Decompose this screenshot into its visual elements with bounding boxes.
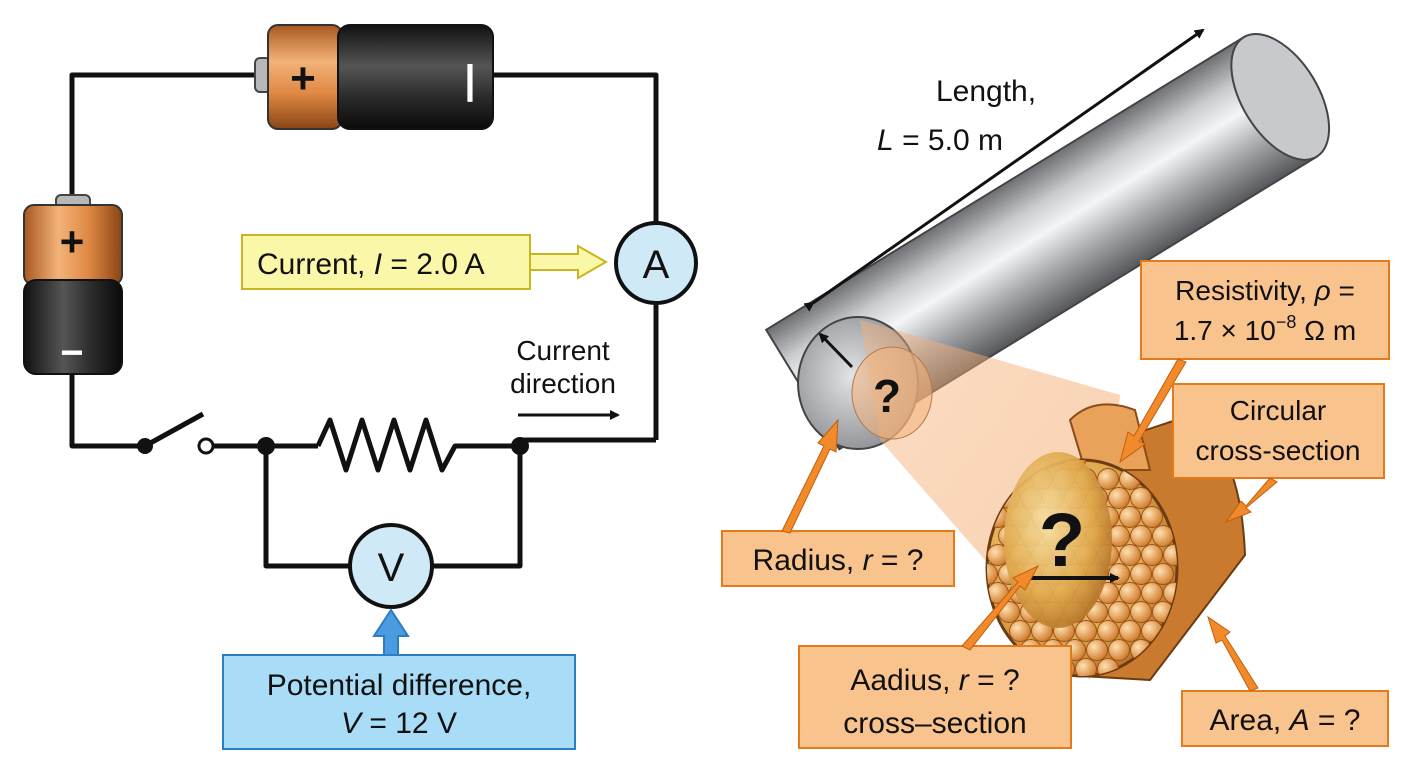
aadius-callout: Aadius, r = ? cross–section	[798, 564, 1072, 749]
copper-strand	[1130, 601, 1152, 623]
length-label-line1: Length,	[936, 75, 1036, 108]
current-direction-line1: Current	[516, 335, 610, 366]
pd-arrow	[372, 608, 410, 657]
length-label-line2: L = 5.0 m	[877, 124, 1003, 157]
resistivity-pointer	[1119, 358, 1187, 464]
area-label: Area, A = ?	[1210, 704, 1361, 737]
cross-section-unknown: ?	[1039, 498, 1085, 583]
cross-section-line2: cross-section	[1196, 435, 1361, 466]
cross-section-line1: Circular	[1230, 395, 1326, 426]
copper-strand	[1097, 468, 1119, 490]
current-arrow	[529, 244, 609, 280]
wire-left-bottom	[69, 372, 145, 449]
copper-strand	[1108, 639, 1130, 661]
aadius-line2: cross–section	[843, 707, 1026, 740]
circuit	[69, 72, 659, 569]
copper-strand	[1163, 544, 1177, 566]
ammeter: A	[614, 221, 698, 305]
length-arrow	[803, 28, 1205, 312]
current-direction-line2: direction	[510, 368, 616, 399]
current-callout: Current, I = 2.0 A	[241, 234, 609, 290]
current-direction: Current direction	[510, 335, 620, 420]
copper-strand	[1141, 506, 1163, 528]
copper-strand	[1108, 487, 1130, 509]
pd-callout: Potential difference, V = 12 V	[222, 608, 576, 750]
aadius-line1: Aadius, r = ?	[850, 664, 1019, 697]
resistivity-line1: Resistivity, ρ =	[1175, 275, 1355, 306]
area-callout: Area, A = ?	[1181, 615, 1389, 747]
battery-top-minus: |	[464, 58, 475, 102]
current-label: Current, I = 2.0 A	[257, 248, 485, 281]
voltmeter-symbol: V	[378, 546, 405, 590]
copper-strand	[1130, 525, 1152, 547]
resistivity-line2: 1.7 × 10−8 Ω m	[1174, 312, 1356, 346]
radius-pointer	[781, 418, 839, 534]
area-pointer	[1207, 615, 1259, 692]
copper-strand	[987, 563, 998, 585]
copper-strand	[1141, 544, 1163, 566]
wire-top-right	[490, 72, 659, 225]
copper-strand	[1152, 563, 1174, 585]
voltmeter: V	[348, 523, 434, 609]
ammeter-symbol: A	[643, 243, 670, 287]
copper-strand	[1152, 525, 1174, 547]
copper-strand	[1119, 620, 1141, 642]
copper-strand	[1086, 639, 1108, 661]
junction-left	[257, 437, 275, 455]
battery-left-plus: +	[60, 218, 85, 265]
resistor-symbol	[315, 417, 520, 473]
aadius-pointer	[961, 564, 1040, 651]
copper-strand	[1009, 620, 1031, 642]
copper-strand	[1119, 544, 1141, 566]
copper-core	[1004, 452, 1112, 628]
junction-right	[511, 437, 529, 455]
cross-section-pointer	[1224, 477, 1278, 524]
copper-strand	[1108, 601, 1130, 623]
copper-strand	[1075, 620, 1097, 642]
copper-strand	[1108, 563, 1130, 585]
switch-contact	[197, 437, 215, 455]
copper-strand	[1119, 506, 1141, 528]
cross-section-callout: Circular cross-section	[1172, 383, 1385, 524]
resistivity-callout: Resistivity, ρ = 1.7 × 10−8 Ω m	[1119, 260, 1390, 464]
copper-strand	[1141, 582, 1163, 604]
battery-top: + |	[254, 24, 494, 130]
copper-strand	[1130, 487, 1152, 509]
copper-cross-section: ?	[985, 403, 1247, 682]
magnifier-spot	[851, 346, 933, 440]
radius-label: Radius, r = ?	[753, 544, 924, 577]
copper-strand	[1097, 620, 1119, 642]
wire-voltmeter-right	[432, 446, 523, 569]
end-unknown: ?	[873, 370, 901, 422]
battery-top-plus: +	[290, 54, 316, 103]
switch-pivot	[137, 438, 153, 454]
copper-strand	[1075, 658, 1097, 676]
pd-label-line2: V = 12 V	[341, 707, 457, 740]
battery-left: + −	[23, 194, 123, 375]
wire-voltmeter-left	[263, 446, 350, 569]
end-radius-arrow	[818, 332, 854, 369]
copper-strand	[1119, 582, 1141, 604]
battery-left-minus: −	[60, 331, 83, 375]
radius-callout: Radius, r = ?	[721, 418, 955, 587]
copper-strand	[1130, 563, 1152, 585]
wire-top-left	[69, 72, 262, 200]
pd-label-line1: Potential difference,	[267, 669, 532, 702]
switch-lever	[143, 411, 205, 449]
